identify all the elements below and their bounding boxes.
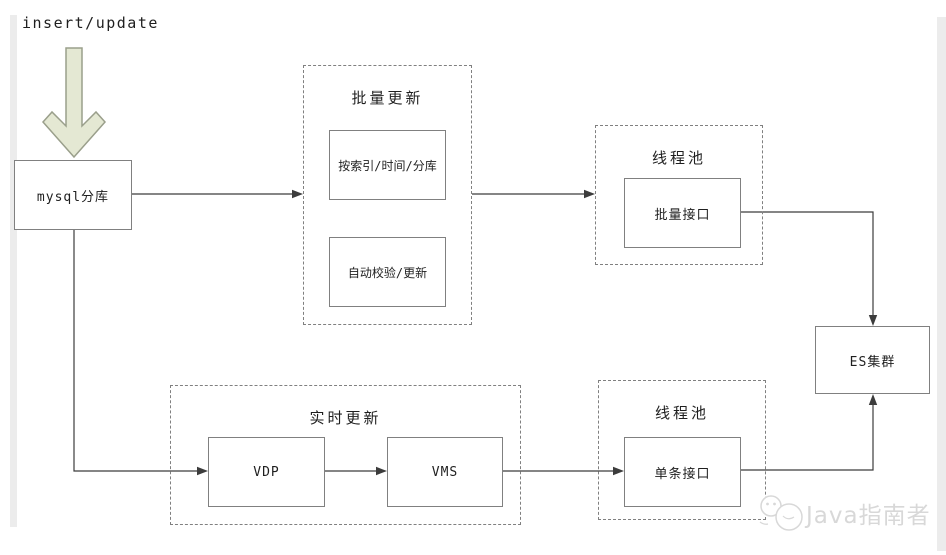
node-batch-interface: 批量接口 <box>624 178 741 248</box>
group-thread-pool-top: 线程池 <box>595 125 763 265</box>
arrowhead-icon <box>376 466 387 476</box>
connector-batchinterface-to-es <box>741 211 874 315</box>
group-thread-pool-top-title: 线程池 <box>651 149 706 167</box>
node-auto-check-update: 自动校验/更新 <box>329 237 446 307</box>
right-gutter-strip <box>937 17 946 551</box>
watermark: Java指南者 <box>740 486 946 538</box>
watermark-text: Java指南者 <box>806 503 931 529</box>
arrowhead-icon <box>868 315 878 326</box>
arrowhead-icon <box>292 189 303 199</box>
source-label: insert/update <box>22 14 159 32</box>
node-index-time-shard: 按索引/时间/分库 <box>329 130 446 200</box>
group-realtime-update-title: 实时更新 <box>309 409 382 427</box>
group-thread-pool-bottom: 线程池 <box>598 380 766 520</box>
node-vms: VMS <box>387 437 503 507</box>
connector-singleinterface-to-es <box>741 405 874 471</box>
group-batch-update-title: 批量更新 <box>351 89 424 107</box>
node-vdp: VDP <box>208 437 325 507</box>
node-mysql-shard: mysql分库 <box>14 160 132 230</box>
left-gutter-strip <box>10 15 17 527</box>
group-realtime-update: 实时更新 <box>170 385 521 525</box>
node-single-interface: 单条接口 <box>624 437 741 507</box>
arrowhead-icon <box>197 466 208 476</box>
group-thread-pool-bottom-title: 线程池 <box>654 404 709 422</box>
arrowhead-icon <box>868 394 878 405</box>
input-flow-arrow-icon <box>41 47 107 159</box>
arrowhead-icon <box>584 189 595 199</box>
group-batch-update: 批量更新 <box>303 65 472 325</box>
watermark-logo-icon <box>759 495 803 531</box>
node-es-cluster: ES集群 <box>815 326 930 394</box>
arrowhead-icon <box>613 466 624 476</box>
connector-mysql-to-vdp <box>73 230 197 472</box>
